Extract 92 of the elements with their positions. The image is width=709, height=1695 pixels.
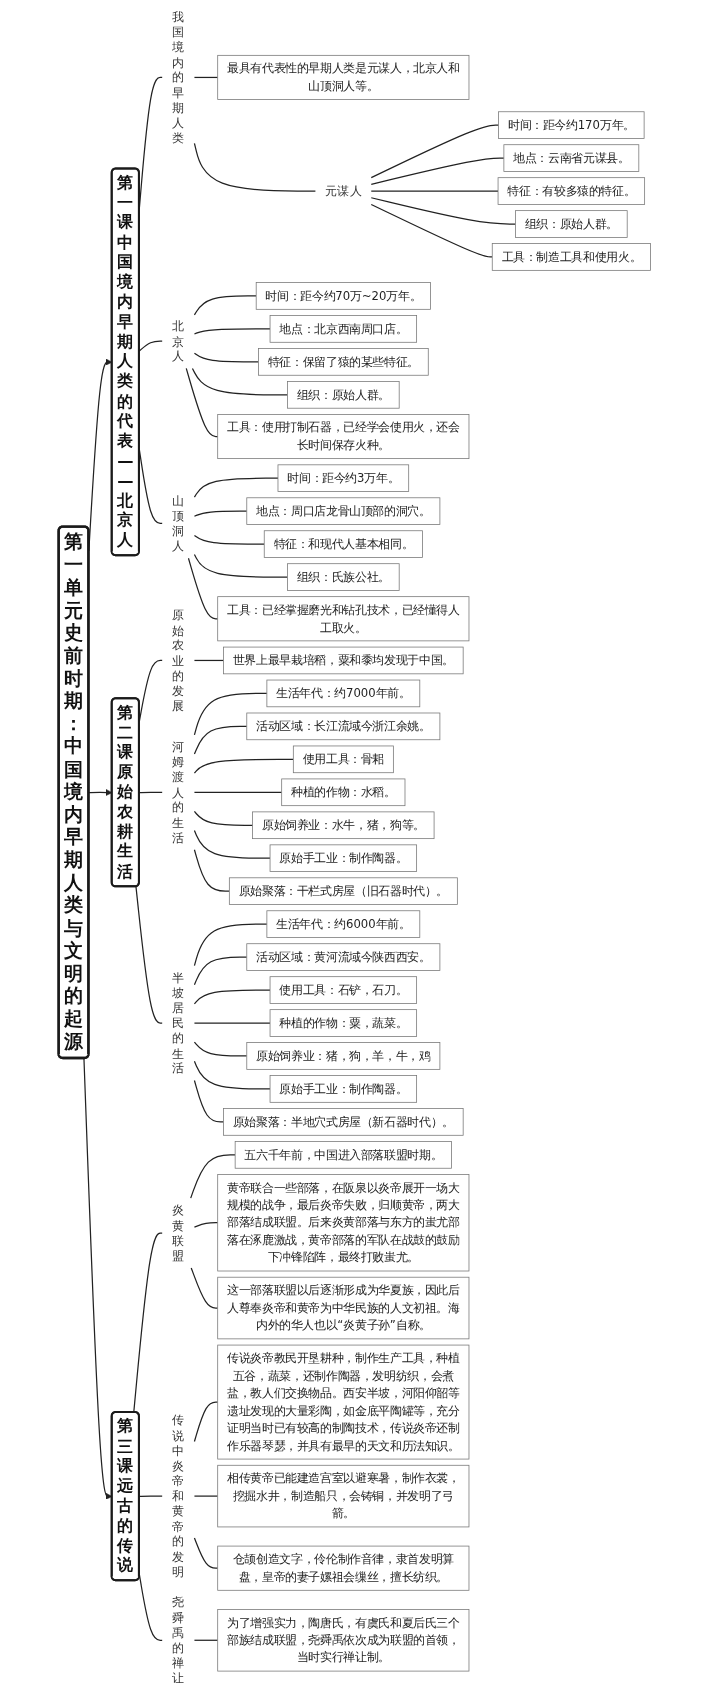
connector xyxy=(193,142,316,192)
node-box: 原始聚落：半地穴式房屋（新石器时代）。 xyxy=(223,1108,464,1136)
connector xyxy=(370,190,499,192)
node-text: 河姆渡人的生活 xyxy=(172,739,185,845)
connector xyxy=(193,692,268,736)
node-text: 原始农业的发展 xyxy=(172,607,185,714)
node-box: 种植的作物：水稻。 xyxy=(281,778,406,807)
node-box: 地点：周口店龙骨山顶部的洞穴。 xyxy=(246,497,441,525)
connector xyxy=(193,1222,219,1228)
node-box: 为了增强实力，陶唐氏，有虞氏和夏后氏三个部族结成联盟，尧舜禹依次成为联盟的首领，当时实行禅让制。 xyxy=(217,1609,470,1672)
node-box: 活动区域：黄河流域今陕西西安。 xyxy=(246,943,441,971)
node-box: 组织：氏族公社。 xyxy=(287,563,400,591)
connector xyxy=(193,477,279,498)
connector xyxy=(193,352,259,363)
connector xyxy=(191,367,289,396)
node-box: 地点：北京西南周口店。 xyxy=(269,315,417,343)
node-box: 原始饲养业：猪，狗，羊，牛，鸡 xyxy=(246,1042,441,1070)
connector xyxy=(193,1022,271,1024)
node-box: 组织：原始人群。 xyxy=(287,381,400,409)
node-box: 工具：制造工具和使用火。 xyxy=(491,243,651,271)
connector xyxy=(370,197,517,225)
connector xyxy=(190,1154,236,1199)
node-box: 相传黄帝已能建造宫室以避寒暑，制作衣裳，挖掘水井，制造船只，会铸铜，并发明了弓箭。 xyxy=(217,1464,470,1528)
connector xyxy=(193,553,289,578)
connector xyxy=(187,557,219,620)
connector xyxy=(193,1639,219,1641)
connector xyxy=(193,1537,219,1569)
connector xyxy=(193,956,248,986)
node-text: 尧舜禹的禅让 xyxy=(172,1594,185,1686)
connector xyxy=(193,1041,248,1057)
node-box: 活动区域：长江流域今浙江余姚。 xyxy=(246,712,441,741)
node-box: 时间：距今约3万年。 xyxy=(277,464,410,492)
node-text: 炎黄联盟 xyxy=(172,1202,185,1263)
node-box: 生活年代：约7000年前。 xyxy=(266,679,421,708)
connector xyxy=(133,1232,163,1413)
connector xyxy=(193,849,230,892)
node-box: 黄帝联合一些部落，在阪泉以炎帝展开一场大规模的战争，最后炎帝失败，归顺黄帝，两大部落结成联盟。后来炎黄部落与东方的蚩尤部落在涿鹿激战，黄帝部落的军队在战鼓的鼓励下冲锋陷阵，最终打败蚩尤。 xyxy=(217,1174,470,1272)
node-box: 生活年代：约6000年前。 xyxy=(266,910,421,938)
connector xyxy=(193,534,265,545)
connector xyxy=(193,725,248,755)
node-box: 原始聚落：干栏式房屋（旧石器时代）。 xyxy=(228,877,458,905)
connector xyxy=(138,340,163,352)
connector xyxy=(193,1079,225,1123)
connector xyxy=(138,1495,163,1498)
connector xyxy=(370,157,505,185)
node-text: 半坡居民的生活 xyxy=(172,970,185,1076)
connector xyxy=(193,923,268,967)
node-box: 五六千年前，中国进入部落联盟时期。 xyxy=(234,1141,452,1169)
connector xyxy=(193,76,219,79)
node-box: 原始手工业：制作陶器。 xyxy=(269,844,417,872)
node-text: 北京人 xyxy=(172,318,185,364)
node-box: 特征：有较多猿的特征。 xyxy=(497,177,645,205)
node-box: 种植的作物：粟，蔬菜。 xyxy=(269,1009,417,1037)
node-box: 世界上最早栽培稻，粟和黍均发现于中国。 xyxy=(223,646,464,675)
connector xyxy=(193,791,283,793)
connector xyxy=(193,989,271,1005)
node-box: 使用工具：石铲，石刀。 xyxy=(269,976,417,1004)
connector xyxy=(193,328,271,335)
connector xyxy=(193,295,257,316)
node-box: 这一部落联盟以后逐渐形成为华夏族，因此后人尊奉炎帝和黄帝为中华民族的人文初祖。海内外的华人也以“炎黄子孙”自称。 xyxy=(217,1276,470,1340)
node-text: 我国境内的早期人类 xyxy=(172,9,185,146)
node-box: 传说炎帝教民开垦耕种，制作生产工具，种植五谷，蔬菜，还制作陶器，发明纺织，会煮盐，教人们交换物品。西安半坡，河阳仰韶等遗址发现的大量彩陶，如金底平陶罐等，充分证明当时已有较高的制陶技术，传说炎帝还制作乐器琴瑟，并具有最早的天文和历法知识。 xyxy=(217,1344,470,1460)
node-box: 最具有代表性的早期人类是元谋人，北京人和山顶洞人等。 xyxy=(217,54,470,100)
node-box: 特征：保留了猿的某些特征。 xyxy=(257,348,429,376)
node-box: 特征：和现代人基本相同。 xyxy=(263,530,423,558)
node-box: 组织：原始人群。 xyxy=(515,210,628,238)
node-box: 原始饲养业：水牛，猪，狗等。 xyxy=(252,811,435,840)
connector xyxy=(185,367,219,438)
connector xyxy=(193,830,271,859)
connector xyxy=(138,791,163,794)
connector xyxy=(370,203,493,258)
connector xyxy=(135,886,163,1024)
node-text: 元谋人 xyxy=(324,183,362,199)
connector xyxy=(193,510,248,517)
connector xyxy=(193,758,294,774)
node-text: 传说中炎帝和黄帝的发明 xyxy=(172,1412,185,1579)
connector xyxy=(193,1495,219,1497)
connector xyxy=(370,124,500,179)
node-box: 时间：距今约170万年。 xyxy=(498,111,645,139)
node-box: 工具：使用打制石器，已经学会使用火，还会长时间保存火种。 xyxy=(217,414,470,459)
node-box: 工具：已经掌握磨光和钻孔技术，已经懂得人工取火。 xyxy=(217,596,470,642)
connector xyxy=(190,1267,219,1309)
node-box: 仓颉创造文字，伶伦制作音律，隶首发明算盘，皇帝的妻子嫘祖会缫丝，擅长纺织。 xyxy=(217,1545,470,1591)
node-box: 时间：距今约70万~20万年。 xyxy=(255,282,431,310)
node-box: 原始手工业：制作陶器。 xyxy=(269,1075,417,1103)
connector xyxy=(193,810,254,826)
node-box: 使用工具：骨耜 xyxy=(292,745,394,774)
connector xyxy=(193,1401,219,1443)
connector xyxy=(193,659,225,662)
node-text: 山顶洞人 xyxy=(172,493,185,554)
connector xyxy=(193,1060,271,1090)
node-box: 地点：云南省元谋县。 xyxy=(503,144,640,172)
